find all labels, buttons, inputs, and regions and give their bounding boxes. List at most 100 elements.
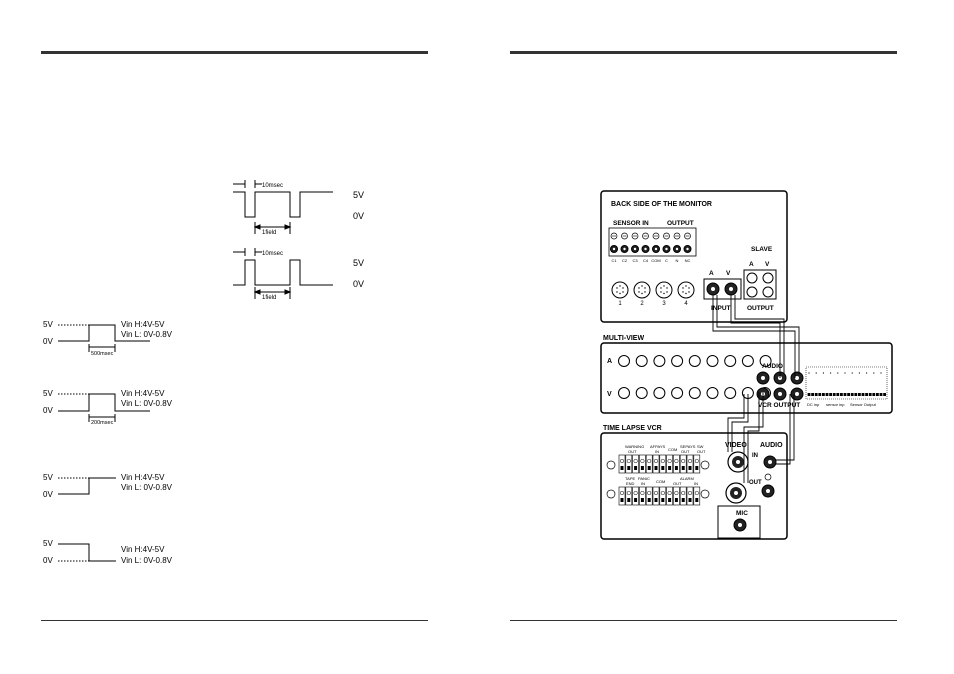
vcr-terminal-slot (668, 498, 672, 502)
vcr-terminal-screw (619, 490, 625, 496)
signal-step-down (58, 543, 116, 562)
terminal-label: END (626, 481, 635, 486)
din-label: 1 (618, 301, 622, 307)
vcr-terminal-screw (653, 490, 659, 496)
vcr-terminal-slot (661, 498, 665, 502)
terminal-label: IN (694, 481, 698, 486)
din-pin (660, 287, 662, 289)
audio-input-jack (688, 355, 701, 367)
duration-label: 500msec (91, 351, 114, 357)
vcr-terminal-blocks (618, 454, 701, 506)
vcr-terminal-cell (686, 486, 694, 506)
socket-center (654, 247, 658, 251)
vcr-terminal-slot (654, 498, 658, 502)
vcr-terminal-slot (620, 498, 624, 502)
high-voltage-label: 5V (353, 190, 364, 200)
vcr-terminal-slot (661, 466, 665, 470)
terminal-label: SEPAYS (680, 444, 696, 449)
connection-cables (712, 295, 800, 483)
vcr-terminal-screw (694, 458, 699, 464)
strip-mark (873, 372, 875, 374)
vcr-terminal-cell (666, 486, 673, 506)
vcr-terminal-cell (652, 486, 660, 506)
sensor-output-label: Sensor Output (850, 402, 877, 407)
multiview-title: MULTI-VIEW (603, 335, 644, 342)
vcr-terminal-screw (681, 490, 686, 496)
vcr-terminal-screw (674, 458, 679, 464)
vcr-terminal-screw (633, 458, 638, 464)
vcr-terminal-screw (660, 490, 665, 496)
vcr-terminal-cell (639, 454, 646, 474)
input-label: INPUT (711, 305, 731, 312)
din-connector (633, 281, 651, 299)
terminal-label: OUT (628, 449, 637, 454)
din-pin (688, 291, 690, 293)
cable-monitor-audio (712, 295, 796, 378)
duration-label: 200msec (91, 420, 114, 426)
vin-low-label: Vin L: 0V-0.8V (121, 399, 173, 408)
terminal-label: C1 (611, 258, 617, 263)
terminal-label: OUT (673, 481, 682, 486)
signal-high-label: 5V (43, 389, 53, 398)
vin-high-label: Vin H:4V-5V (121, 473, 165, 482)
vcr-terminal-screw (626, 490, 631, 496)
sensor-in-label: SENSOR IN (613, 220, 649, 227)
strip-terminal (836, 393, 840, 396)
vcr-small-screw (764, 473, 772, 481)
strip-terminal (811, 393, 814, 396)
terminal-label: N (676, 258, 679, 263)
cable-vcr-audio-in (776, 394, 791, 465)
din-label: 4 (684, 301, 688, 307)
vcr-terminal-screw (647, 490, 652, 496)
signal-high-label: 5V (43, 539, 53, 548)
strip-mark (880, 372, 882, 374)
video-input-jack (653, 387, 666, 399)
pulse-waveform (233, 191, 333, 218)
timing-diagram-positive (233, 248, 333, 299)
mic-jack (733, 518, 747, 532)
video-input-jack (618, 387, 630, 399)
audio-input-jack (635, 355, 648, 367)
socket-center (633, 247, 637, 251)
terminal-label: COM (651, 258, 660, 263)
cable-vcr-out-return (743, 392, 764, 483)
arrow-right (284, 289, 292, 295)
vcr-terminal-cell (625, 454, 633, 474)
terminal-label: IN (655, 449, 659, 454)
audio-label: AUDIO (762, 363, 783, 370)
din-pin (641, 285, 643, 287)
terminal-label: SW (697, 444, 704, 449)
terminal-label: PANIC (638, 476, 650, 481)
monitor-back-panel (600, 190, 788, 323)
din-connector (677, 281, 695, 299)
audio-input-jack (759, 355, 772, 367)
strip-terminal (847, 393, 850, 396)
strip-terminal (868, 393, 872, 396)
terminal-label: C3 (632, 258, 638, 263)
strip-mark (830, 372, 832, 374)
strip-mark (822, 372, 825, 374)
strip-mark (815, 372, 817, 374)
socket-center (612, 247, 616, 251)
vcr-terminal-slot (654, 466, 658, 470)
vcr-terminal-screw (681, 458, 686, 464)
din-pin (660, 291, 662, 293)
strip-terminal (829, 393, 832, 396)
terminal-label: TAPE (625, 476, 635, 481)
jack-center (795, 392, 799, 396)
slave-label: SLAVE (751, 246, 773, 253)
strip-mark (866, 372, 868, 374)
din-pin (663, 285, 665, 287)
field-label: 1field (262, 295, 276, 301)
vcr-terminal-slot (640, 466, 644, 470)
vcr-terminal-cell (666, 454, 673, 474)
strip-terminal (876, 393, 879, 396)
timing-diagram-negative (233, 180, 333, 234)
vcr-title: TIME LAPSE VCR (603, 425, 662, 432)
signal-pulse-200 (58, 393, 150, 422)
strip-terminal (807, 393, 811, 396)
strip-mark (808, 372, 810, 374)
vcr-terminal-cell (673, 486, 680, 506)
terminal-label: NC (685, 258, 691, 263)
